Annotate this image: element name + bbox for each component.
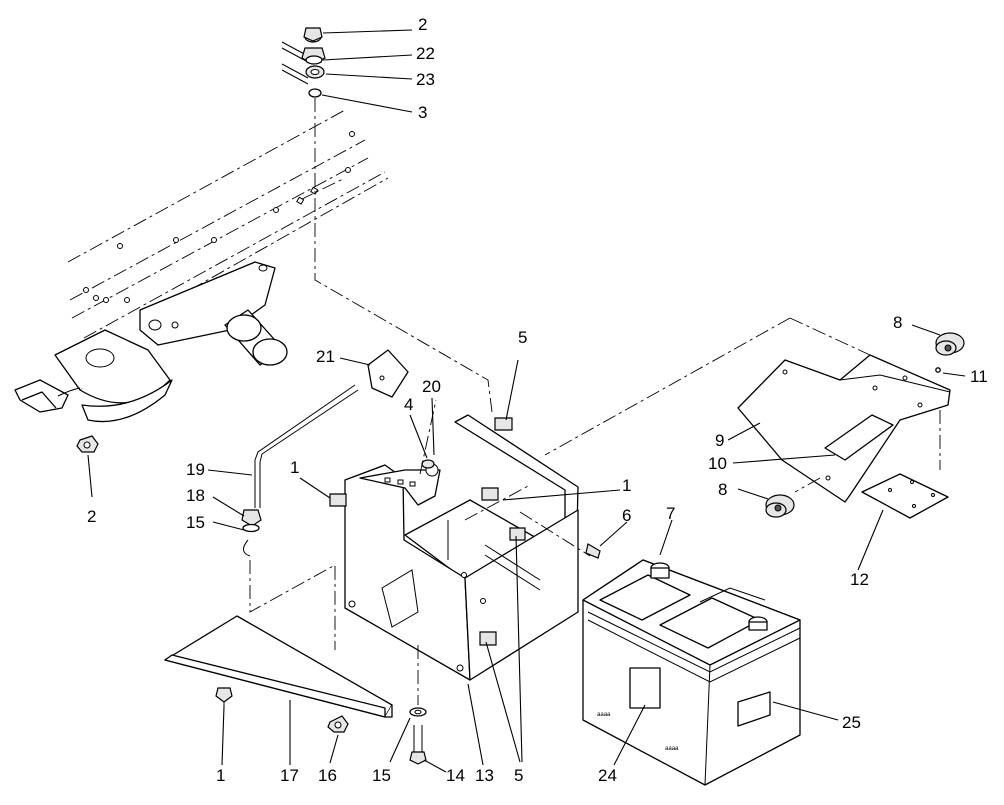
callout-5-bottom: 5 (514, 766, 523, 785)
callout-5-top: 5 (518, 328, 527, 347)
pedal-bracket (54, 261, 288, 423)
callout-16: 16 (318, 766, 337, 785)
washer-11 (935, 367, 941, 373)
callout-25: 25 (842, 713, 861, 732)
callout-8-top: 8 (893, 313, 902, 332)
callout-4: 4 (404, 395, 413, 414)
callout-13: 13 (475, 766, 494, 785)
hold-down-rod (241, 349, 409, 650)
callout-1-bottom: 1 (216, 766, 225, 785)
svg-text:ᵃᵃᵃᵃ: ᵃᵃᵃᵃ (665, 744, 679, 754)
callout-labels: 2 22 23 3 2 5 21 20 4 19 1 18 15 1 6 7 8… (87, 15, 988, 785)
callout-24: 24 (598, 766, 617, 785)
callout-1-left: 1 (290, 458, 299, 477)
callout-15-left: 15 (186, 513, 205, 532)
callout-17: 17 (280, 766, 299, 785)
callout-1-right: 1 (622, 476, 631, 495)
knob-upper (935, 332, 965, 356)
svg-text:ᵃᵃᵃᵃ: ᵃᵃᵃᵃ (597, 710, 611, 720)
callout-15-bottom: 15 (372, 766, 391, 785)
callout-2-top: 2 (418, 15, 427, 34)
pedal-pad (14, 379, 81, 413)
battery: ᵃᵃᵃᵃ ᵃᵃᵃᵃ (582, 559, 801, 786)
knob-lower (765, 494, 795, 518)
nut-left (76, 435, 99, 453)
callout-22: 22 (416, 44, 435, 63)
angle-bracket (164, 615, 427, 765)
battery-cover (544, 317, 951, 503)
callout-7: 7 (666, 504, 675, 523)
callout-21: 21 (316, 347, 335, 366)
callout-18: 18 (186, 486, 205, 505)
callout-20: 20 (422, 377, 441, 396)
battery-tray (329, 399, 601, 681)
callout-12: 12 (850, 570, 869, 589)
callout-8-mid: 8 (718, 480, 727, 499)
cable-terminal-stack (281, 27, 493, 413)
pad-12 (861, 473, 949, 519)
leader-lines (87, 29, 966, 773)
callout-11: 11 (970, 367, 988, 386)
callout-14: 14 (446, 766, 465, 785)
callout-6: 6 (622, 506, 631, 525)
callout-3: 3 (418, 103, 427, 122)
callout-10: 10 (708, 454, 727, 473)
callout-9: 9 (715, 431, 724, 450)
callout-2-left: 2 (87, 507, 96, 526)
callout-23: 23 (416, 70, 435, 89)
callout-19: 19 (186, 460, 205, 479)
